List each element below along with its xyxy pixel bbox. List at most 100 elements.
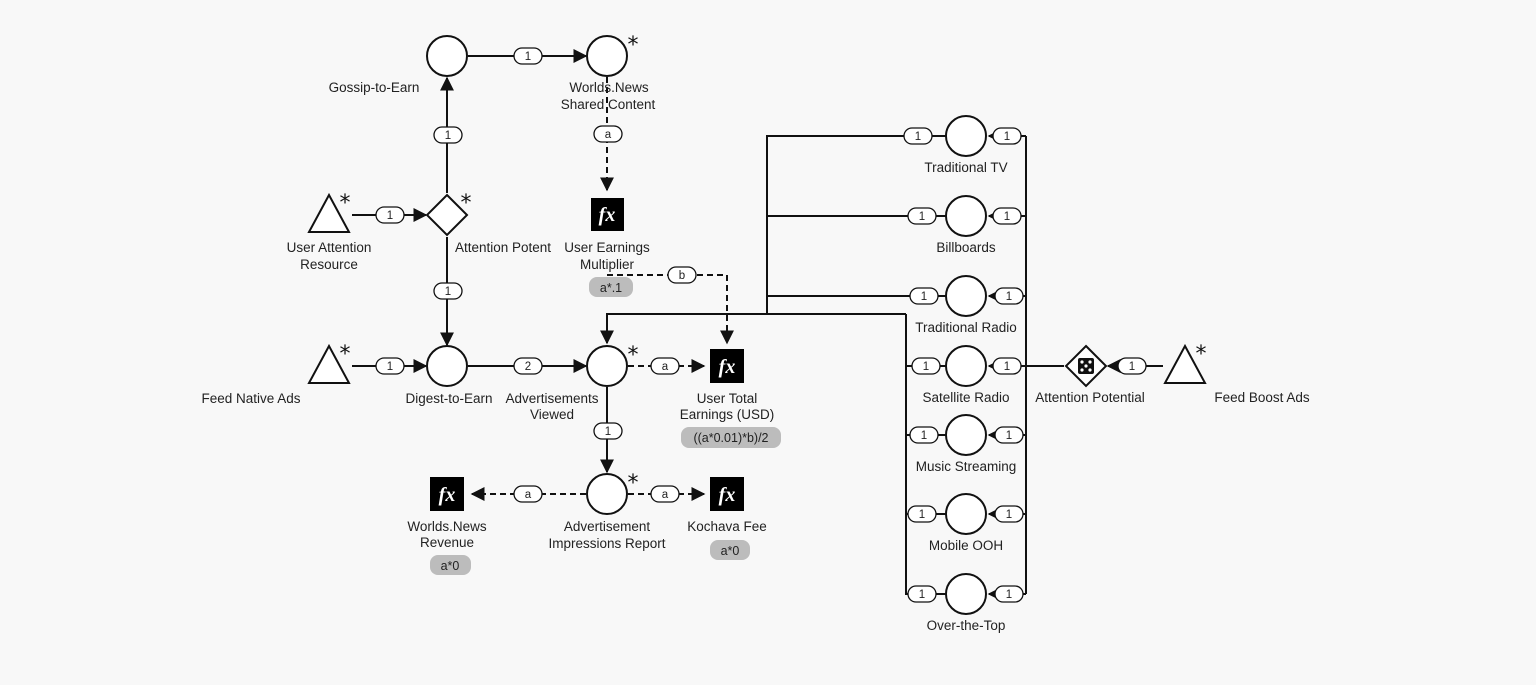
flow-label[interactable]: 1 <box>433 282 463 300</box>
pool-advertisements-viewed[interactable]: * Advertisements Viewed <box>505 343 638 422</box>
flow-label-text: 1 <box>919 211 925 223</box>
flow-label[interactable]: 1 <box>909 287 939 305</box>
source-user-attention-resource[interactable]: * User Attention Resource <box>287 191 372 272</box>
flow-label[interactable]: 1 <box>992 357 1022 375</box>
formula-badge <box>430 555 471 575</box>
gate-label: Attention Potent <box>455 240 551 255</box>
pool-label: Gossip-to-Earn <box>329 80 420 95</box>
flow-label[interactable]: 1 <box>903 127 933 145</box>
flow-label[interactable]: 1 <box>375 206 405 224</box>
pool-advertisement-impressions-report[interactable]: * Advertisement Impressions Report <box>548 471 665 551</box>
pool-label: Shared Content <box>561 97 656 112</box>
edge-multiplier-to-earnings[interactable] <box>607 274 734 345</box>
pool-label: Impressions Report <box>548 536 665 551</box>
flow-label-text: 1 <box>915 131 921 143</box>
source-label: Feed Native Ads <box>201 391 300 406</box>
circle-pool-icon <box>945 275 987 317</box>
register-label: User Earnings <box>564 240 650 255</box>
flow-label[interactable]: 1 <box>433 126 463 144</box>
register-worlds-news-revenue[interactable]: fx Worlds.News Revenue a*0 <box>407 477 487 575</box>
circle-pool-icon <box>586 35 628 77</box>
gate-attention-potent[interactable]: * Attention Potent <box>425 191 551 255</box>
pool-over-the-top[interactable]: Over-the-Top <box>927 573 1006 633</box>
pool-worlds-news-shared-content[interactable]: * Worlds.News Shared Content <box>561 33 656 112</box>
asterisk-icon: * <box>1196 342 1207 367</box>
asterisk-icon: * <box>340 342 351 367</box>
flow-label-text: 1 <box>1004 361 1010 373</box>
flow-label[interactable]: b <box>667 266 697 284</box>
flow-label[interactable]: 1 <box>994 287 1024 305</box>
pool-billboards[interactable]: Billboards <box>936 195 996 255</box>
formula-text: a*.1 <box>600 281 622 295</box>
asterisk-icon: * <box>340 191 351 216</box>
flow-label[interactable]: a <box>593 125 623 143</box>
flow-label[interactable]: 1 <box>593 422 623 440</box>
edge-tv-to-bus[interactable] <box>766 135 946 314</box>
flow-label-text: 1 <box>1129 361 1135 373</box>
flow-label[interactable]: 2 <box>513 357 543 375</box>
flow-label-text: 1 <box>1006 291 1012 303</box>
pool-gossip-to-earn[interactable]: Gossip-to-Earn <box>329 35 468 95</box>
register-user-total-earnings[interactable]: fx User Total Earnings (USD) ((a*0.01)*b… <box>680 349 781 448</box>
pool-mobile-ooh[interactable]: Mobile OOH <box>929 493 1003 553</box>
pool-label: Viewed <box>530 407 574 422</box>
gate-label: Attention Potential <box>1035 390 1145 405</box>
asterisk-icon: * <box>628 33 639 58</box>
flow-label[interactable]: a <box>650 485 680 503</box>
flow-label[interactable]: 1 <box>907 585 937 603</box>
flow-label[interactable]: 1 <box>1117 357 1147 375</box>
circle-pool-icon <box>426 35 468 77</box>
pool-label: Worlds.News <box>569 80 649 95</box>
flow-label[interactable]: 1 <box>911 357 941 375</box>
flow-label-text: a <box>662 489 669 501</box>
circle-pool-icon <box>426 345 468 387</box>
formula-badge <box>681 427 781 448</box>
flow-label[interactable]: 1 <box>992 207 1022 225</box>
register-kochava-fee[interactable]: fx Kochava Fee a*0 <box>687 477 767 560</box>
flow-label[interactable]: 1 <box>907 207 937 225</box>
sources: * User Attention Resource * Feed Native … <box>201 191 1309 406</box>
pool-digest-to-earn[interactable]: Digest-to-Earn <box>405 345 493 406</box>
register-label: Multiplier <box>580 257 635 272</box>
flow-label-text: 1 <box>445 130 451 142</box>
pool-label: Traditional Radio <box>915 320 1017 335</box>
pool-traditional-radio[interactable]: Traditional Radio <box>915 275 1017 335</box>
gate-attention-potential[interactable]: Attention Potential <box>1035 344 1145 405</box>
pool-label: Advertisement <box>564 519 651 534</box>
flow-label[interactable]: 1 <box>375 357 405 375</box>
edge-bus-to-adsviewed[interactable] <box>600 313 906 345</box>
flow-label[interactable]: 1 <box>994 426 1024 444</box>
pools: Gossip-to-Earn * Worlds.News Shared Cont… <box>329 33 1017 633</box>
fx-icon <box>591 198 624 231</box>
source-label: User Attention <box>287 240 372 255</box>
pool-label: Satellite Radio <box>922 390 1009 405</box>
flow-label[interactable]: 1 <box>994 505 1024 523</box>
flow-label[interactable]: a <box>513 485 543 503</box>
formula-text: a*0 <box>721 544 740 558</box>
circle-pool-icon <box>586 345 628 387</box>
flow-label[interactable]: 1 <box>909 426 939 444</box>
source-label: Resource <box>300 257 358 272</box>
circle-pool-icon <box>945 414 987 456</box>
pool-music-streaming[interactable]: Music Streaming <box>916 414 1017 474</box>
register-user-earnings-multiplier[interactable]: fx User Earnings Multiplier a*.1 <box>564 198 650 297</box>
pool-label: Traditional TV <box>924 160 1007 175</box>
pool-satellite-radio[interactable]: Satellite Radio <box>922 345 1010 405</box>
flow-label[interactable]: a <box>650 357 680 375</box>
flow-label[interactable]: 1 <box>907 505 937 523</box>
flow-label[interactable]: 1 <box>992 127 1022 145</box>
flow-label-text: 1 <box>1004 211 1010 223</box>
flow-label-text: 1 <box>525 51 531 63</box>
asterisk-icon: * <box>461 191 472 216</box>
source-label: Feed Boost Ads <box>1214 390 1310 405</box>
flow-label-text: 1 <box>1006 589 1012 601</box>
source-feed-boost-ads[interactable]: * Feed Boost Ads <box>1163 342 1310 405</box>
flow-label[interactable]: 1 <box>513 47 543 65</box>
register-label: User Total <box>697 391 758 406</box>
gates: * Attention Potent Attention Potential <box>425 191 1145 405</box>
pool-traditional-tv[interactable]: Traditional TV <box>924 115 1008 175</box>
fx-icon <box>430 477 464 511</box>
source-feed-native-ads[interactable]: * Feed Native Ads <box>201 342 351 406</box>
fx-icon-glyph: fx <box>599 204 616 226</box>
flow-label[interactable]: 1 <box>994 585 1024 603</box>
